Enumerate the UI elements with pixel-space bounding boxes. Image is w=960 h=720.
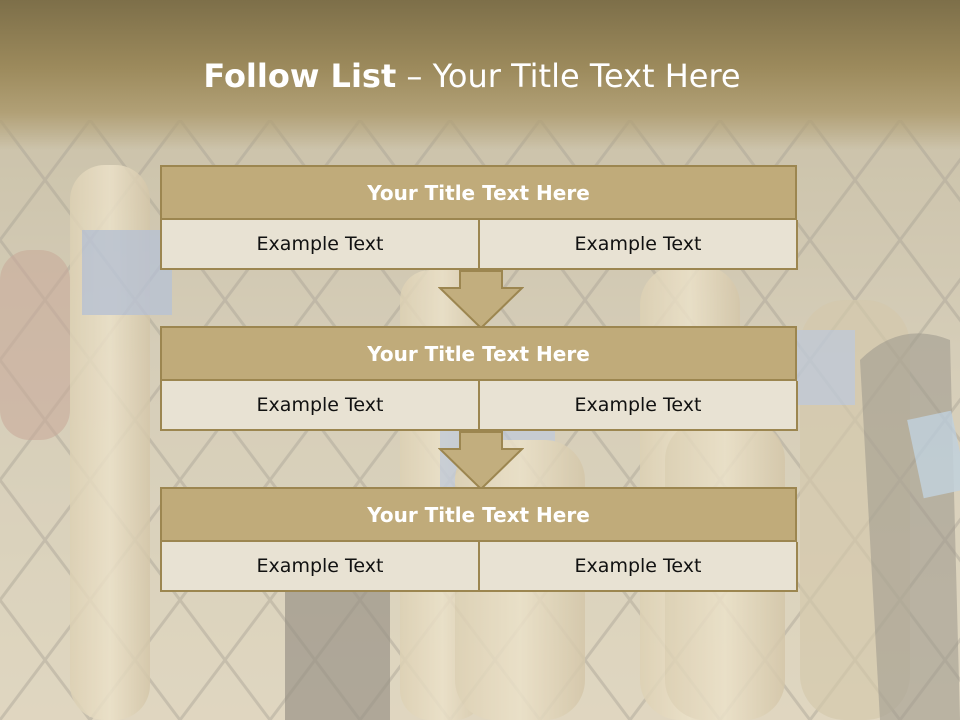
list-block-2: Your Title Text Here Example Text Exampl… (160, 326, 801, 431)
block-cell-right[interactable]: Example Text (478, 381, 798, 431)
down-arrow-icon (438, 270, 524, 330)
block-cell-left[interactable]: Example Text (160, 381, 480, 431)
title-band (0, 0, 960, 150)
list-block-3: Your Title Text Here Example Text Exampl… (160, 487, 801, 592)
block-header[interactable]: Your Title Text Here (160, 487, 797, 542)
slide-title-rest: – Your Title Text Here (396, 57, 741, 95)
block-cell-left[interactable]: Example Text (160, 542, 480, 592)
list-block-1: Your Title Text Here Example Text Exampl… (160, 165, 801, 270)
block-cell-right[interactable]: Example Text (478, 542, 798, 592)
down-arrow-icon (438, 431, 524, 491)
block-cell-right[interactable]: Example Text (478, 220, 798, 270)
block-cell-left[interactable]: Example Text (160, 220, 480, 270)
block-header[interactable]: Your Title Text Here (160, 165, 797, 220)
slide-title-bold: Follow List (203, 57, 397, 95)
block-header[interactable]: Your Title Text Here (160, 326, 797, 381)
slide-title: Follow List – Your Title Text Here (0, 56, 944, 96)
